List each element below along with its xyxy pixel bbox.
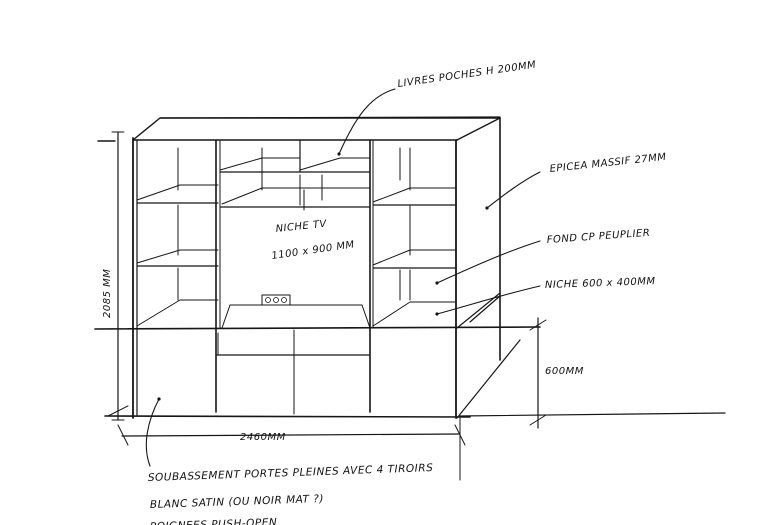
right-column-shelves: [372, 147, 457, 327]
label-niche-small: NICHE 600 x 400MM: [545, 276, 656, 291]
label-fond: FOND CP PEUPLIER: [546, 228, 650, 246]
leader-lines: [145, 88, 541, 467]
center-shelves: [219, 139, 374, 413]
label-footer-line3: POIGNEES PUSH-OPEN: [150, 517, 278, 525]
cabinet-front: [94, 137, 541, 419]
label-footer-line2: BLANC SATIN (OU NOIR MAT ?): [150, 493, 325, 511]
label-height: 2085 MM: [102, 269, 113, 318]
cabinet-perspective: [132, 116, 726, 419]
dimension-width: [117, 417, 466, 481]
dimension-height: [107, 131, 129, 421]
label-livres-poches: LIVRES POCHES H 200MM: [397, 60, 537, 90]
label-niche-tv-title: NICHE TV: [275, 219, 328, 235]
label-footer-line1: SOUBASSEMENT PORTES PLEINES AVEC 4 TIROI…: [148, 462, 434, 484]
shelf-marks: [157, 152, 489, 401]
plinth-drawers: [215, 329, 371, 415]
label-width: 2460MM: [240, 432, 286, 443]
label-plinth-height: 600MM: [545, 366, 584, 377]
tv-device-icon: [261, 294, 291, 306]
dimension-plinth: [529, 317, 547, 429]
label-epicea: EPICEA MASSIF 27MM: [549, 152, 667, 175]
left-column-shelves: [136, 139, 221, 413]
label-niche-tv-dims: 1100 x 900 MM: [271, 239, 355, 262]
